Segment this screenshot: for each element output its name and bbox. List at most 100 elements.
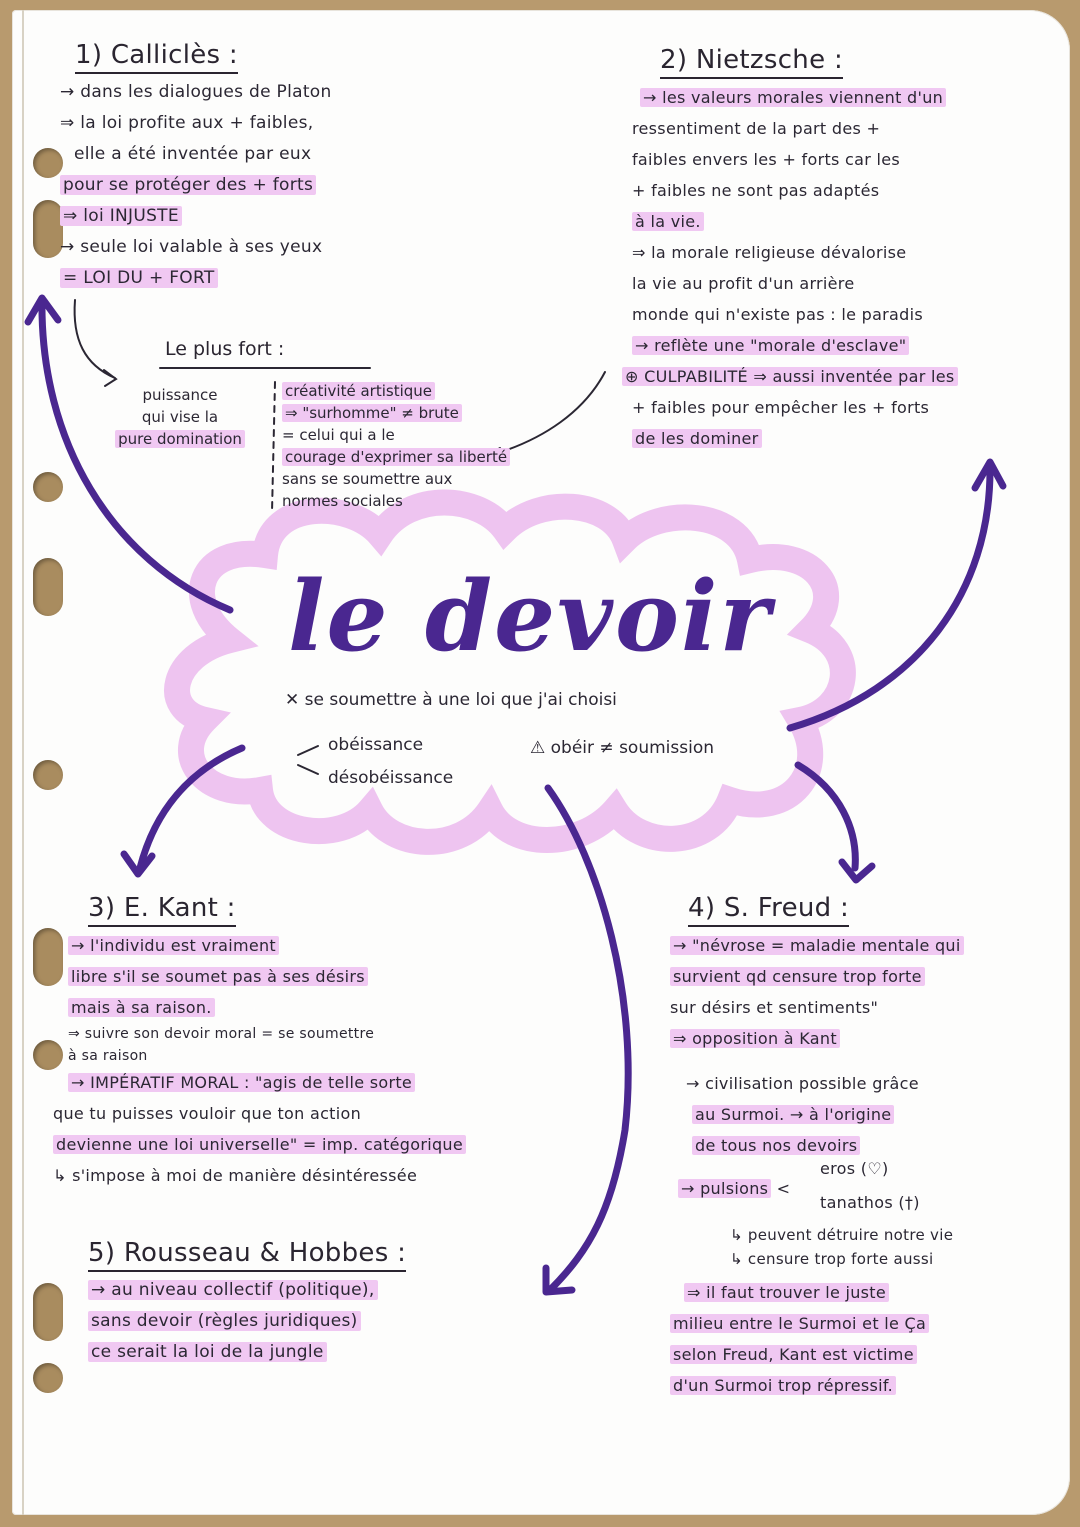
highlighted-text: ce serait la loi de la jungle <box>88 1342 327 1362</box>
highlighted-text: → IMPÉRATIF MORAL : "agis de telle sorte <box>68 1073 416 1092</box>
highlighted-text: → les valeurs morales viennent d'un <box>640 88 947 107</box>
note-line-wrap: au Surmoi. → à l'origine <box>670 1099 1070 1130</box>
note-line-wrap: → IMPÉRATIF MORAL : "agis de telle sorte <box>68 1067 628 1098</box>
highlighted-text: d'un Surmoi trop répressif. <box>670 1376 897 1395</box>
note-line: ⇒ suivre son devoir moral = se soumettre <box>68 1026 375 1042</box>
eros-label: eros (♡) <box>820 1159 889 1178</box>
note-line: ↳ peuvent détruire notre vie <box>730 1226 954 1244</box>
section-title: 5) Rousseau & Hobbes : <box>88 1238 548 1272</box>
strong-right-column: créativité artistique ⇒ "surhomme" ≠ bru… <box>282 380 612 512</box>
highlighted-text: créativité artistique <box>282 382 436 400</box>
note-line: → seule loi valable à ses yeux <box>60 237 323 257</box>
note-line: monde qui n'existe pas : le paradis <box>632 305 923 324</box>
drives-label-wrap: → pulsions < <box>678 1173 790 1204</box>
binder-hole <box>33 200 63 258</box>
section-rousseau-hobbes: 5) Rousseau & Hobbes : → au niveau colle… <box>88 1238 548 1368</box>
note-line-wrap: survient qd censure trop forte <box>670 961 1070 992</box>
highlighted-text: de tous nos devoirs <box>692 1136 861 1155</box>
highlighted-text: mais à sa raison. <box>68 998 215 1017</box>
note-line-wrap: pour se protéger des + forts <box>60 170 520 201</box>
note-line: ↳ s'impose à moi de manière désintéressé… <box>53 1166 418 1185</box>
note-line-wrap: de tous nos devoirs <box>670 1130 1070 1161</box>
binder-hole <box>33 1363 63 1393</box>
binder-hole <box>33 928 63 986</box>
highlighted-text: pour se protéger des + forts <box>60 175 317 195</box>
margin-line <box>22 10 24 1515</box>
binder-hole <box>33 472 63 502</box>
obedience-branch: obéissance <box>328 735 424 755</box>
highlighted-text: devienne une loi universelle" = imp. cat… <box>53 1135 467 1154</box>
col-line-wrap: créativité artistique <box>282 380 612 402</box>
strong-subtitle: Le plus fort : <box>165 338 285 360</box>
highlighted-text: → reflète une "morale d'esclave" <box>632 336 910 355</box>
note-line-wrap: = LOI DU + FORT <box>60 263 520 294</box>
highlighted-text: ⇒ il faut trouver le juste <box>684 1283 890 1302</box>
note-line-wrap: → l'individu est vraiment <box>68 930 628 961</box>
col-line-wrap: pure domination <box>90 428 270 450</box>
section-kant: 3) E. Kant : → l'individu est vraiment l… <box>53 893 628 1191</box>
note-line-wrap: ce serait la loi de la jungle <box>88 1337 548 1368</box>
note-line-wrap: mais à sa raison. <box>68 992 628 1023</box>
note-line: ↳ censure trop forte aussi <box>730 1250 934 1268</box>
note-line: ⇒ la morale religieuse dévalorise <box>632 243 907 262</box>
binder-hole <box>33 148 63 178</box>
highlighted-text: sans devoir (règles juridiques) <box>88 1311 361 1331</box>
binder-hole <box>33 760 63 790</box>
note-line-wrap: → reflète une "morale d'esclave" <box>632 330 1062 361</box>
note-line-wrap: sans devoir (règles juridiques) <box>88 1306 548 1337</box>
highlighted-text: ⇒ loi INJUSTE <box>60 206 182 226</box>
binder-hole <box>33 558 63 616</box>
section-title: 1) Calliclès : <box>75 40 520 74</box>
note-line: ressentiment de la part des + <box>632 119 881 138</box>
note-line: sur désirs et sentiments" <box>670 998 879 1017</box>
binder-hole <box>33 1283 63 1341</box>
highlighted-text: ⇒ opposition à Kant <box>670 1029 840 1048</box>
col-line: qui vise la <box>141 408 219 426</box>
highlighted-text: selon Freud, Kant est victime <box>670 1345 917 1364</box>
note-line-wrap: libre s'il se soumet pas à ses désirs <box>68 961 628 992</box>
highlighted-text: milieu entre le Surmoi et le Ça <box>670 1314 930 1333</box>
thanatos-label: tanathos (†) <box>820 1193 920 1212</box>
highlighted-text: = LOI DU + FORT <box>60 268 218 288</box>
col-line: puissance <box>142 386 218 404</box>
warning-icon: ⚠ <box>530 738 546 758</box>
drives-branch: eros (♡) → pulsions < tanathos (†) <box>670 1159 1070 1223</box>
highlighted-text: au Surmoi. → à l'origine <box>692 1105 895 1124</box>
section-callicles: 1) Calliclès : → dans les dialogues de P… <box>60 40 520 294</box>
note-line-wrap: → "névrose = maladie mentale qui <box>670 930 1070 961</box>
note-line: + faibles ne sont pas adaptés <box>632 181 880 200</box>
note-line-wrap: à la vie. <box>632 206 1062 237</box>
note-line: ⇒ la loi profite aux + faibles, <box>60 113 314 133</box>
definition-text: ✕ se soumettre à une loi que j'ai choisi <box>285 690 617 710</box>
highlighted-text: de les dominer <box>632 429 762 448</box>
note-line-wrap: de les dominer <box>632 423 1062 454</box>
note-line-wrap: → au niveau collectif (politique), <box>88 1275 548 1306</box>
note-line-wrap: milieu entre le Surmoi et le Ça <box>670 1308 1070 1339</box>
col-line-wrap: ⇒ "surhomme" ≠ brute <box>282 402 612 424</box>
note-line: à sa raison <box>68 1048 148 1064</box>
drives-label: → pulsions <box>678 1179 772 1198</box>
note-line-wrap: d'un Surmoi trop répressif. <box>670 1370 1070 1401</box>
note-line: → les valeurs morales viennent d'un <box>632 82 1062 113</box>
col-line-wrap: courage d'exprimer sa liberté <box>282 446 612 468</box>
spacer <box>670 1054 1070 1068</box>
section-freud: 4) S. Freud : → "névrose = maladie menta… <box>670 893 1070 1401</box>
note-line: → civilisation possible grâce <box>686 1074 919 1093</box>
warning-text: obéir ≠ soumission <box>550 738 714 758</box>
main-title: le devoir <box>287 560 773 673</box>
strong-left-column: puissance qui vise la pure domination <box>90 384 270 450</box>
note-line: elle a été inventée par eux <box>74 144 312 164</box>
note-line-wrap: devienne une loi universelle" = imp. cat… <box>53 1129 628 1160</box>
section-title: 3) E. Kant : <box>88 893 628 927</box>
section-nietzsche: 2) Nietzsche : → les valeurs morales vie… <box>622 45 1062 454</box>
note-line: la vie au profit d'un arrière <box>632 274 855 293</box>
note-line-wrap: ⇒ loi INJUSTE <box>60 201 520 232</box>
warning-note: ⚠ obéir ≠ soumission <box>530 738 714 758</box>
highlighted-text: survient qd censure trop forte <box>670 967 925 986</box>
note-line: que tu puisses vouloir que ton action <box>53 1104 362 1123</box>
highlighted-text: → "névrose = maladie mentale qui <box>670 936 964 955</box>
note-line-wrap: ⇒ il faut trouver le juste <box>670 1277 1070 1308</box>
note-line: + faibles pour empêcher les + forts <box>632 398 930 417</box>
section-title: 4) S. Freud : <box>688 893 1070 927</box>
binder-hole <box>33 1040 63 1070</box>
